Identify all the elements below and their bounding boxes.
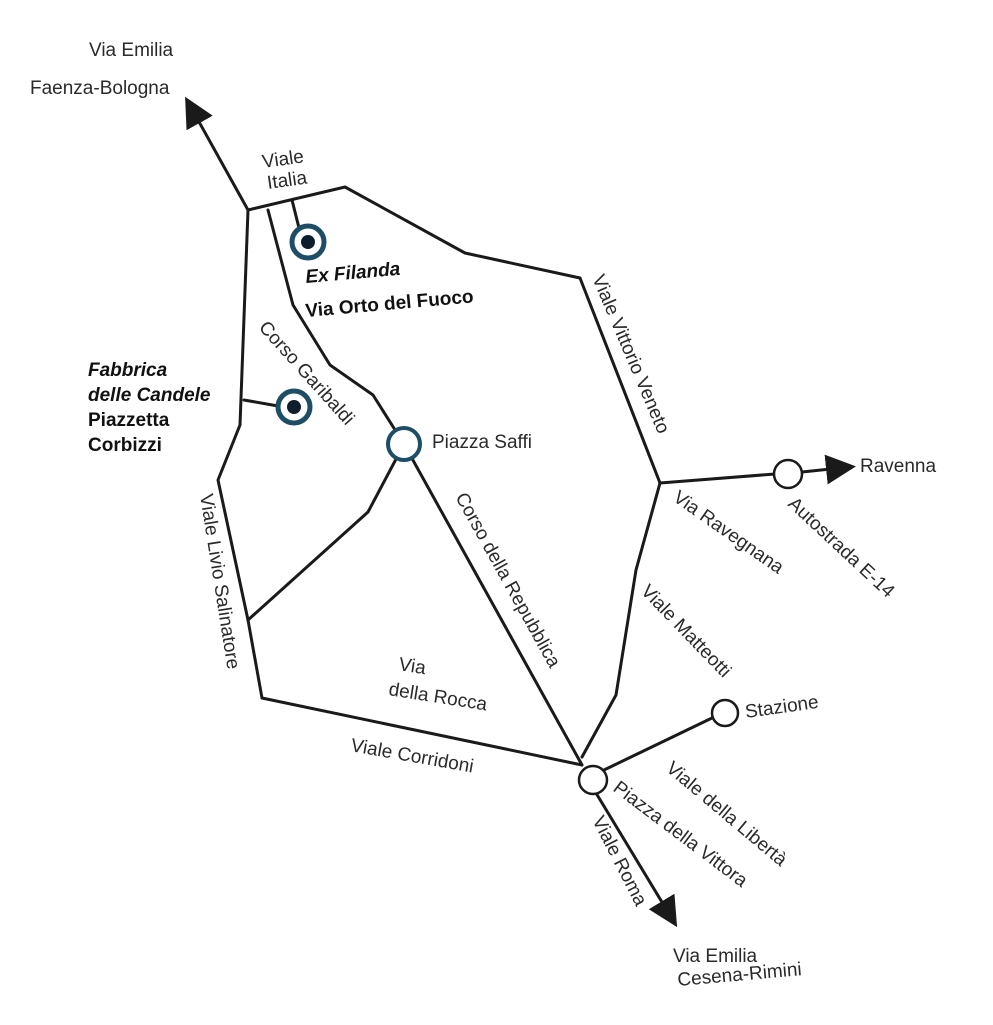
venue-ex-filanda-address: Via Orto del Fuoco [305, 286, 475, 322]
label-corso-della-repubblica: Corso della Repubblica [451, 489, 565, 671]
map-nodes [386, 426, 804, 796]
stazione-node[interactable] [710, 698, 740, 728]
venue-dot-icon [301, 235, 315, 249]
road-viale-vittorio-veneto [578, 276, 662, 485]
road-corso-della-repubblica [402, 442, 584, 767]
road-viale-matteotti [580, 481, 662, 759]
label-viale-italia-line2: Italia [266, 168, 309, 194]
label-via-ravegnana: Via Ravegnana [669, 487, 788, 579]
label-via-emilia-cesena-line1: Via Emilia [673, 946, 758, 967]
piazza-della-vittora-node[interactable] [577, 764, 609, 796]
label-viale-roma: Viale Roma [588, 813, 651, 910]
road-viale-corridoni [260, 696, 584, 767]
venue-ex-filanda-marker[interactable] [289, 223, 327, 261]
piazza-saffi-node[interactable] [386, 426, 422, 462]
label-viale-livio-salinatore: Viale Livio Salinatore [195, 492, 243, 670]
venue-fabbrica-name-line2: delle Candele [88, 385, 211, 406]
label-viale-matteotti: Viale Matteotti [636, 581, 735, 682]
autostrada-node[interactable] [772, 458, 804, 490]
road-viale-italia-spur [290, 198, 301, 230]
road-corso-garibaldi [266, 208, 406, 446]
road-viale-roma [594, 791, 678, 928]
venue-fabbrica-address-line1: Piazzetta [88, 410, 170, 431]
venue-dot-icon [287, 400, 301, 414]
label-autostrada: Autostrada E-14 [784, 493, 899, 602]
road-viale-della-liberta [602, 716, 714, 772]
venue-fabbrica-name-line1: Fabbrica [88, 360, 168, 381]
venue-fabbrica-marker[interactable] [275, 388, 313, 426]
road-ravenna-arrow [800, 454, 856, 485]
label-via-emilia-faenza-line1: Via Emilia [89, 40, 174, 61]
road-western-ring [216, 208, 264, 700]
venue-fabbrica-address-line2: Corbizzi [88, 435, 162, 456]
label-piazza-saffi: Piazza Saffi [432, 432, 532, 453]
road-network [185, 96, 856, 928]
label-via-emilia-faenza-line2: Faenza-Bologna [30, 78, 170, 99]
label-viale-corridoni: Viale Corridoni [349, 735, 475, 777]
label-viale-della-liberta: Viale della Libertà [662, 758, 791, 871]
label-via-della-rocca-line1: Via [397, 654, 427, 679]
road-via-emilia-northwest [185, 96, 250, 212]
venue-ex-filanda-name: Ex Filanda [305, 259, 402, 288]
road-northern-ring [246, 185, 582, 280]
label-viale-vittorio-veneto: Viale Vittorio Veneto [587, 272, 673, 437]
road-fabbrica-spur [242, 398, 280, 408]
road-via-ravegnana [658, 472, 777, 485]
label-stazione: Stazione [744, 692, 820, 723]
label-ravenna: Ravenna [860, 456, 936, 477]
road-saffi-southwest [246, 442, 406, 622]
label-via-della-rocca-line2: della Rocca [387, 679, 489, 715]
